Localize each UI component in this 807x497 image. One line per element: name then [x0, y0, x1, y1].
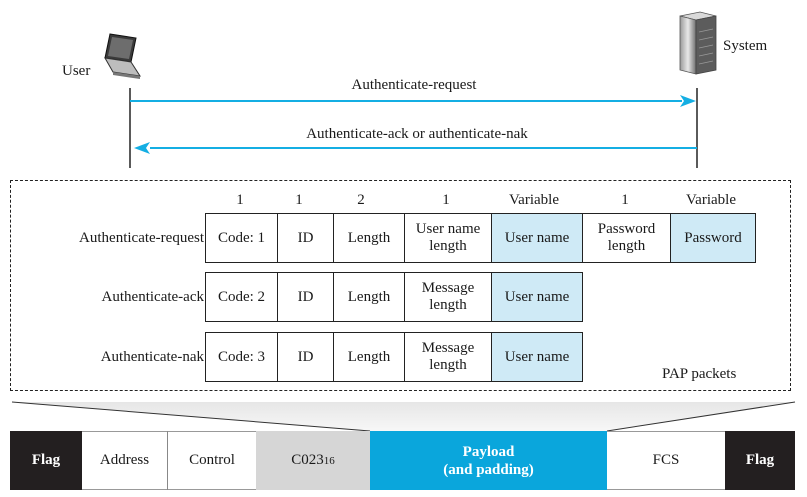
frame-flag-end: Flag	[725, 431, 795, 490]
field-user-name: User name	[491, 213, 583, 263]
pap-packets-container	[10, 180, 791, 391]
field-password: Password	[670, 213, 756, 263]
field-message: User name	[491, 272, 583, 322]
size-label-name-length: 1	[442, 192, 450, 208]
server-icon	[679, 11, 717, 75]
field-message: User name	[491, 332, 583, 382]
system-label: System	[723, 38, 768, 54]
field-id: ID	[277, 332, 334, 382]
field-password-length: Password length	[582, 213, 671, 263]
response-message-label: Authenticate-ack or authenticate-nak	[306, 126, 528, 142]
size-label-length: 2	[357, 192, 365, 208]
field-length: Length	[333, 213, 405, 263]
field-id: ID	[277, 213, 334, 263]
frame-payload: Payload (and padding)	[370, 431, 607, 490]
frame-fcs: FCS	[607, 431, 725, 490]
size-label-code: 1	[236, 192, 244, 208]
field-code: Code: 3	[205, 332, 278, 382]
request-arrowhead	[680, 95, 696, 107]
size-label-password: Variable	[686, 192, 736, 208]
field-id: ID	[277, 272, 334, 322]
laptop-icon	[104, 33, 142, 79]
field-length: Length	[333, 272, 405, 322]
size-label-id: 1	[295, 192, 303, 208]
user-label: User	[62, 63, 91, 79]
encapsulation-funnel	[12, 402, 795, 431]
size-label-password-length: 1	[621, 192, 629, 208]
field-user-name-length: User name length	[404, 213, 492, 263]
pap-packets-label: PAP packets	[662, 366, 737, 382]
field-code: Code: 1	[205, 213, 278, 263]
field-message-length: Message length	[404, 272, 492, 322]
payload-line-2: (and padding)	[443, 461, 534, 478]
request-message-label: Authenticate-request	[351, 77, 477, 93]
frame-control: Control	[168, 431, 256, 490]
packet-name-ack: Authenticate-ack	[101, 289, 204, 305]
frame-flag-start: Flag	[10, 431, 82, 490]
field-length: Length	[333, 332, 405, 382]
field-message-length: Message length	[404, 332, 492, 382]
protocol-value: C023	[291, 452, 324, 468]
protocol-base: 16	[323, 454, 335, 467]
payload-line-1: Payload	[462, 443, 515, 460]
packet-name-request: Authenticate-request	[79, 230, 204, 246]
response-arrowhead	[134, 142, 150, 154]
field-code: Code: 2	[205, 272, 278, 322]
packet-name-nak: Authenticate-nak	[100, 349, 204, 365]
frame-address: Address	[82, 431, 167, 490]
size-label-name: Variable	[509, 192, 559, 208]
